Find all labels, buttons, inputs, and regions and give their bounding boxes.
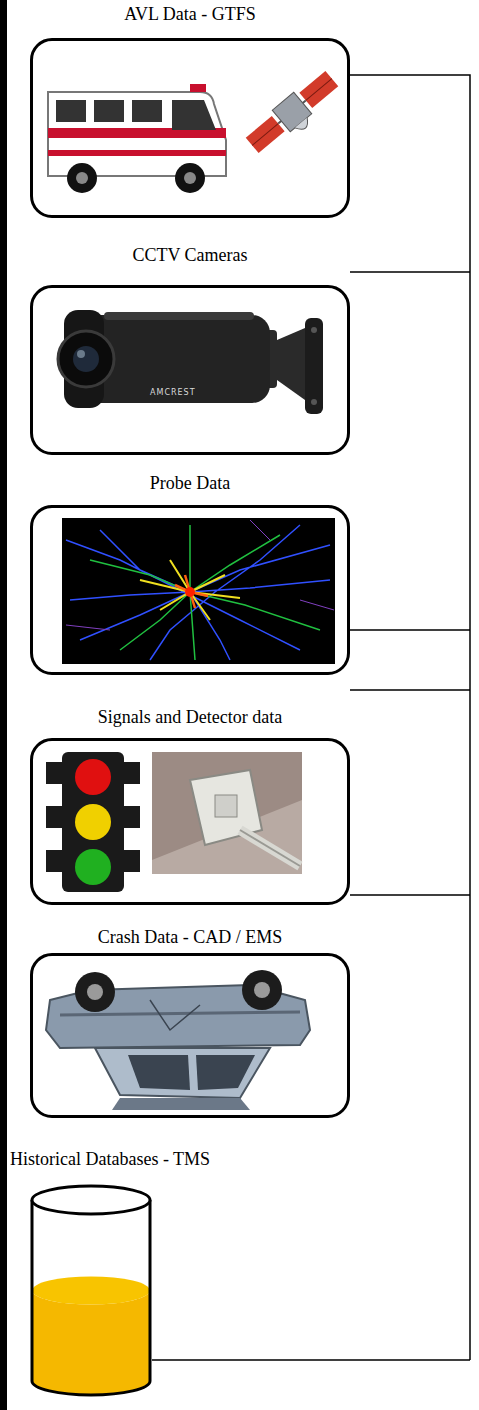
database-cylinder: Historical Databases - TMS (30, 1183, 152, 1398)
source-heading: Probe Data (150, 474, 230, 494)
source-box: Signals and Detector data (30, 738, 350, 905)
cylinder-outline (30, 1183, 152, 1398)
traffic-signal-icon (46, 752, 140, 892)
source-box: Probe Data (30, 505, 350, 675)
source-box: CCTV Cameras (30, 285, 350, 455)
source-heading: Historical Databases - TMS (10, 1150, 210, 1170)
frame-bar (0, 0, 7, 1410)
detector-photo (152, 752, 302, 874)
crashed-car (46, 970, 310, 1110)
van-illustration (48, 84, 226, 193)
source-box: AVL Data - GTFS (30, 38, 350, 218)
source-heading: Signals and Detector data (98, 708, 282, 728)
source-heading: Crash Data - CAD / EMS (98, 928, 282, 948)
source-heading: AVL Data - GTFS (124, 5, 256, 25)
source-heading: CCTV Cameras (132, 246, 247, 266)
brand-text: AMCREST (150, 388, 196, 397)
camera-illustration (58, 310, 323, 414)
satellite-icon (243, 68, 345, 162)
probe-map (62, 518, 335, 664)
source-box: Crash Data - CAD / EMS (30, 953, 350, 1118)
